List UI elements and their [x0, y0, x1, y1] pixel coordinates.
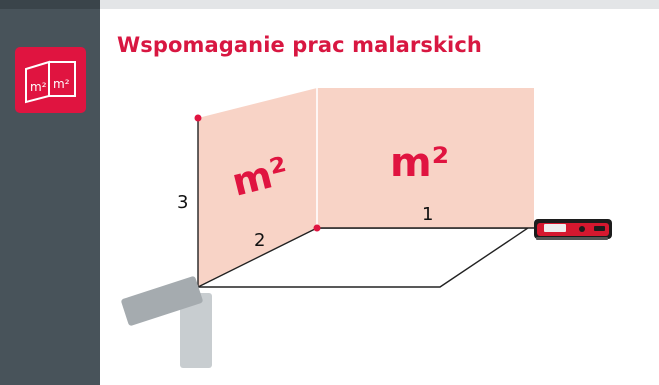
icon-label-left: m²	[30, 80, 47, 94]
meter-device-bottom	[121, 276, 212, 368]
measure-point-top	[194, 114, 202, 122]
measure-point-corner	[313, 224, 321, 232]
laser-meter-device	[534, 219, 612, 240]
wall-painting-diagram: m² m² 3 2 1	[121, 88, 612, 368]
dimension-1: 1	[422, 204, 433, 225]
page-title: Wspomaganie prac malarskich	[117, 33, 482, 57]
top-bar	[0, 0, 659, 9]
left-width-edge	[197, 227, 318, 288]
dimension-2: 2	[254, 230, 265, 251]
dimension-3: 3	[177, 192, 188, 213]
icon-label-right: m²	[53, 77, 70, 91]
wall-area-icon: m² m²	[25, 60, 76, 104]
right-wall-area-label: m²	[390, 140, 449, 186]
painting-function-tile: m² m²	[15, 47, 86, 113]
sidebar: m² m²	[0, 9, 100, 385]
right-wall	[317, 88, 534, 228]
top-bar-sidebar-segment	[0, 0, 100, 9]
left-wall	[198, 88, 317, 287]
